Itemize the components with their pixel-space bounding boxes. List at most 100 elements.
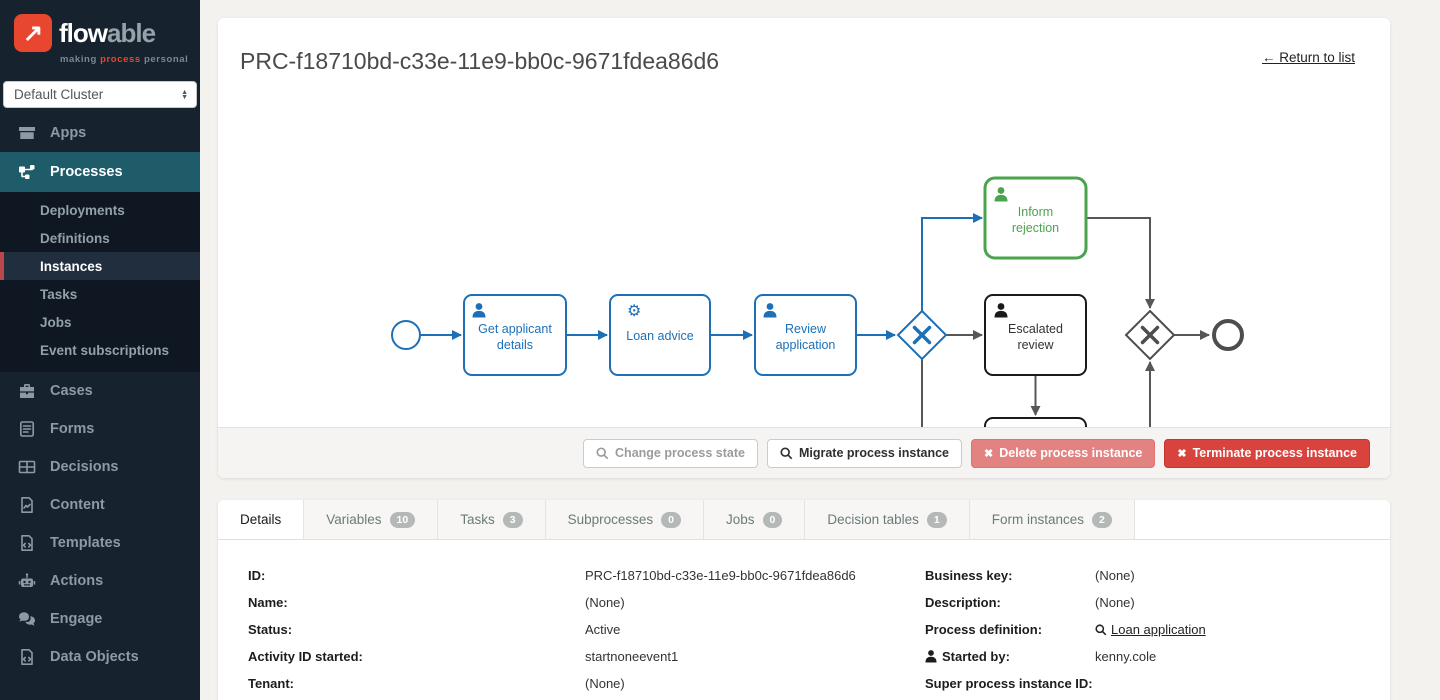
sidebar-item-apps[interactable]: Apps <box>0 114 200 152</box>
sidebar-item-label: Actions <box>50 573 104 589</box>
svg-text:Review: Review <box>785 322 827 336</box>
sidebar-item-event-subscriptions[interactable]: Event subscriptions <box>40 342 170 358</box>
count-badge: 3 <box>502 511 523 528</box>
delete-process-instance-button[interactable]: ✖ Delete process instance <box>971 438 1156 468</box>
detail-row-activity-id: Activity ID started:startnoneevent1 <box>248 649 679 664</box>
file-code-icon <box>16 534 38 552</box>
sidebar-item-engage[interactable]: Engage <box>0 600 200 638</box>
task-review-application: Review application <box>754 294 857 376</box>
sidebar-item-tasks[interactable]: Tasks <box>40 286 78 302</box>
cross-icon: ✖ <box>984 447 994 460</box>
terminate-process-instance-button[interactable]: ✖ Terminate process instance <box>1164 438 1370 468</box>
flowable-logo-icon: ↗ <box>14 14 52 52</box>
sidebar-item-jobs[interactable]: Jobs <box>40 314 72 330</box>
bpmn-diagram-canvas[interactable]: Get applicant details ⚙ Loan advice <box>218 100 1390 427</box>
task-escalated-review: Escalated review <box>984 294 1087 376</box>
form-icon <box>16 420 38 438</box>
comments-icon <box>16 610 38 628</box>
task-clipped-bottom <box>984 417 1087 427</box>
detail-row-tenant: Tenant:(None) <box>248 676 625 691</box>
change-process-state-button[interactable]: Change process state <box>583 438 758 468</box>
detail-row-process-definition: Process definition: Loan application <box>925 622 1206 637</box>
brand-name: flowable <box>59 18 156 48</box>
detail-row-id: ID:PRC-f18710bd-c33e-11e9-bb0c-9671fdea8… <box>248 568 856 583</box>
count-badge: 10 <box>389 511 416 528</box>
return-to-list-link[interactable]: ← Return to list <box>1261 50 1355 65</box>
brand-tagline: making process personal <box>60 54 189 65</box>
flowable-logo: ↗ flowable making process personal <box>0 0 200 73</box>
count-badge: 0 <box>762 511 783 528</box>
svg-text:review: review <box>1017 338 1054 352</box>
sidebar-item-label: Templates <box>50 535 121 551</box>
magnifier-icon <box>596 446 609 460</box>
sidebar-item-label: Decisions <box>50 459 119 475</box>
user-icon <box>994 187 1008 202</box>
details-grid: ID:PRC-f18710bd-c33e-11e9-bb0c-9671fdea8… <box>218 540 1390 697</box>
svg-text:details: details <box>497 338 533 352</box>
select-arrows-icon: ▲▼ <box>181 88 188 101</box>
sidebar-item-instances[interactable]: Instances <box>0 252 200 280</box>
sidebar-item-decisions[interactable]: Decisions <box>0 448 200 486</box>
task-inform-rejection: Inform rejection <box>983 176 1088 260</box>
processes-subnav: Deployments Definitions Instances Tasks … <box>0 192 200 372</box>
sidebar-item-label: Processes <box>50 164 123 180</box>
exclusive-gateway-1 <box>896 309 948 361</box>
svg-text:Escalated: Escalated <box>1008 322 1063 336</box>
detail-row-status: Status:Active <box>248 622 621 637</box>
svg-text:Loan advice: Loan advice <box>626 329 693 343</box>
user-icon <box>994 303 1008 318</box>
executed-sequence-flows <box>420 213 983 340</box>
page-title: PRC-f18710bd-c33e-11e9-bb0c-9671fdea86d6 <box>240 48 720 74</box>
migrate-process-instance-button[interactable]: Migrate process instance <box>766 438 963 468</box>
sidebar-item-cases[interactable]: Cases <box>0 372 200 410</box>
user-icon <box>763 303 777 318</box>
sidebar-item-label: Engage <box>50 611 103 627</box>
magnifier-icon <box>780 446 793 460</box>
gear-icon: ⚙ <box>627 303 641 320</box>
end-event <box>1212 319 1244 351</box>
cross-icon: ✖ <box>1177 447 1187 460</box>
svg-text:Inform: Inform <box>1018 205 1053 219</box>
sidebar: ↗ flowable making process personal Defau… <box>0 0 200 700</box>
main-content: PRC-f18710bd-c33e-11e9-bb0c-9671fdea86d6… <box>200 0 1440 700</box>
sidebar-item-content[interactable]: Content <box>0 486 200 524</box>
sidebar-item-processes[interactable]: Processes <box>0 152 200 192</box>
sidebar-item-label: Apps <box>50 125 87 141</box>
instance-actions-bar: Change process state Migrate process ins… <box>218 427 1390 478</box>
exclusive-gateway-2 <box>1124 309 1176 361</box>
sidebar-item-deployments[interactable]: Deployments <box>40 202 125 218</box>
sidebar-item-label: Data Objects <box>50 649 139 665</box>
task-loan-advice: ⚙ Loan advice <box>609 294 711 376</box>
cluster-select[interactable]: Default Cluster ▲▼ <box>3 81 197 108</box>
detail-row-started-by: Started by: kenny.cole <box>925 643 1390 670</box>
cluster-select-value: Default Cluster <box>14 87 104 102</box>
detail-row-description: Description:(None) <box>925 595 1135 610</box>
sidebar-item-data-objects[interactable]: Data Objects <box>0 638 200 676</box>
file-code-icon <box>16 648 38 666</box>
sidebar-item-label: Cases <box>50 383 93 399</box>
svg-text:Get applicant: Get applicant <box>478 322 552 336</box>
detail-row-name: Name:(None) <box>248 595 625 610</box>
detail-row-super-process: Super process instance ID: <box>925 676 1093 691</box>
sidebar-item-templates[interactable]: Templates <box>0 524 200 562</box>
process-definition-link[interactable]: Loan application <box>1095 622 1206 637</box>
magnifier-icon <box>1095 623 1107 635</box>
tab-details[interactable]: Details <box>218 500 305 539</box>
briefcase-icon <box>16 382 38 400</box>
status-value: Active <box>585 622 621 637</box>
user-icon <box>925 650 937 663</box>
sidebar-item-actions[interactable]: Actions <box>0 562 200 600</box>
svg-text:rejection: rejection <box>1012 221 1059 235</box>
robot-icon <box>16 572 38 590</box>
start-event <box>391 320 421 350</box>
svg-text:application: application <box>776 338 836 352</box>
sidebar-item-forms[interactable]: Forms <box>0 410 200 448</box>
sidebar-item-definitions[interactable]: Definitions <box>40 230 110 246</box>
